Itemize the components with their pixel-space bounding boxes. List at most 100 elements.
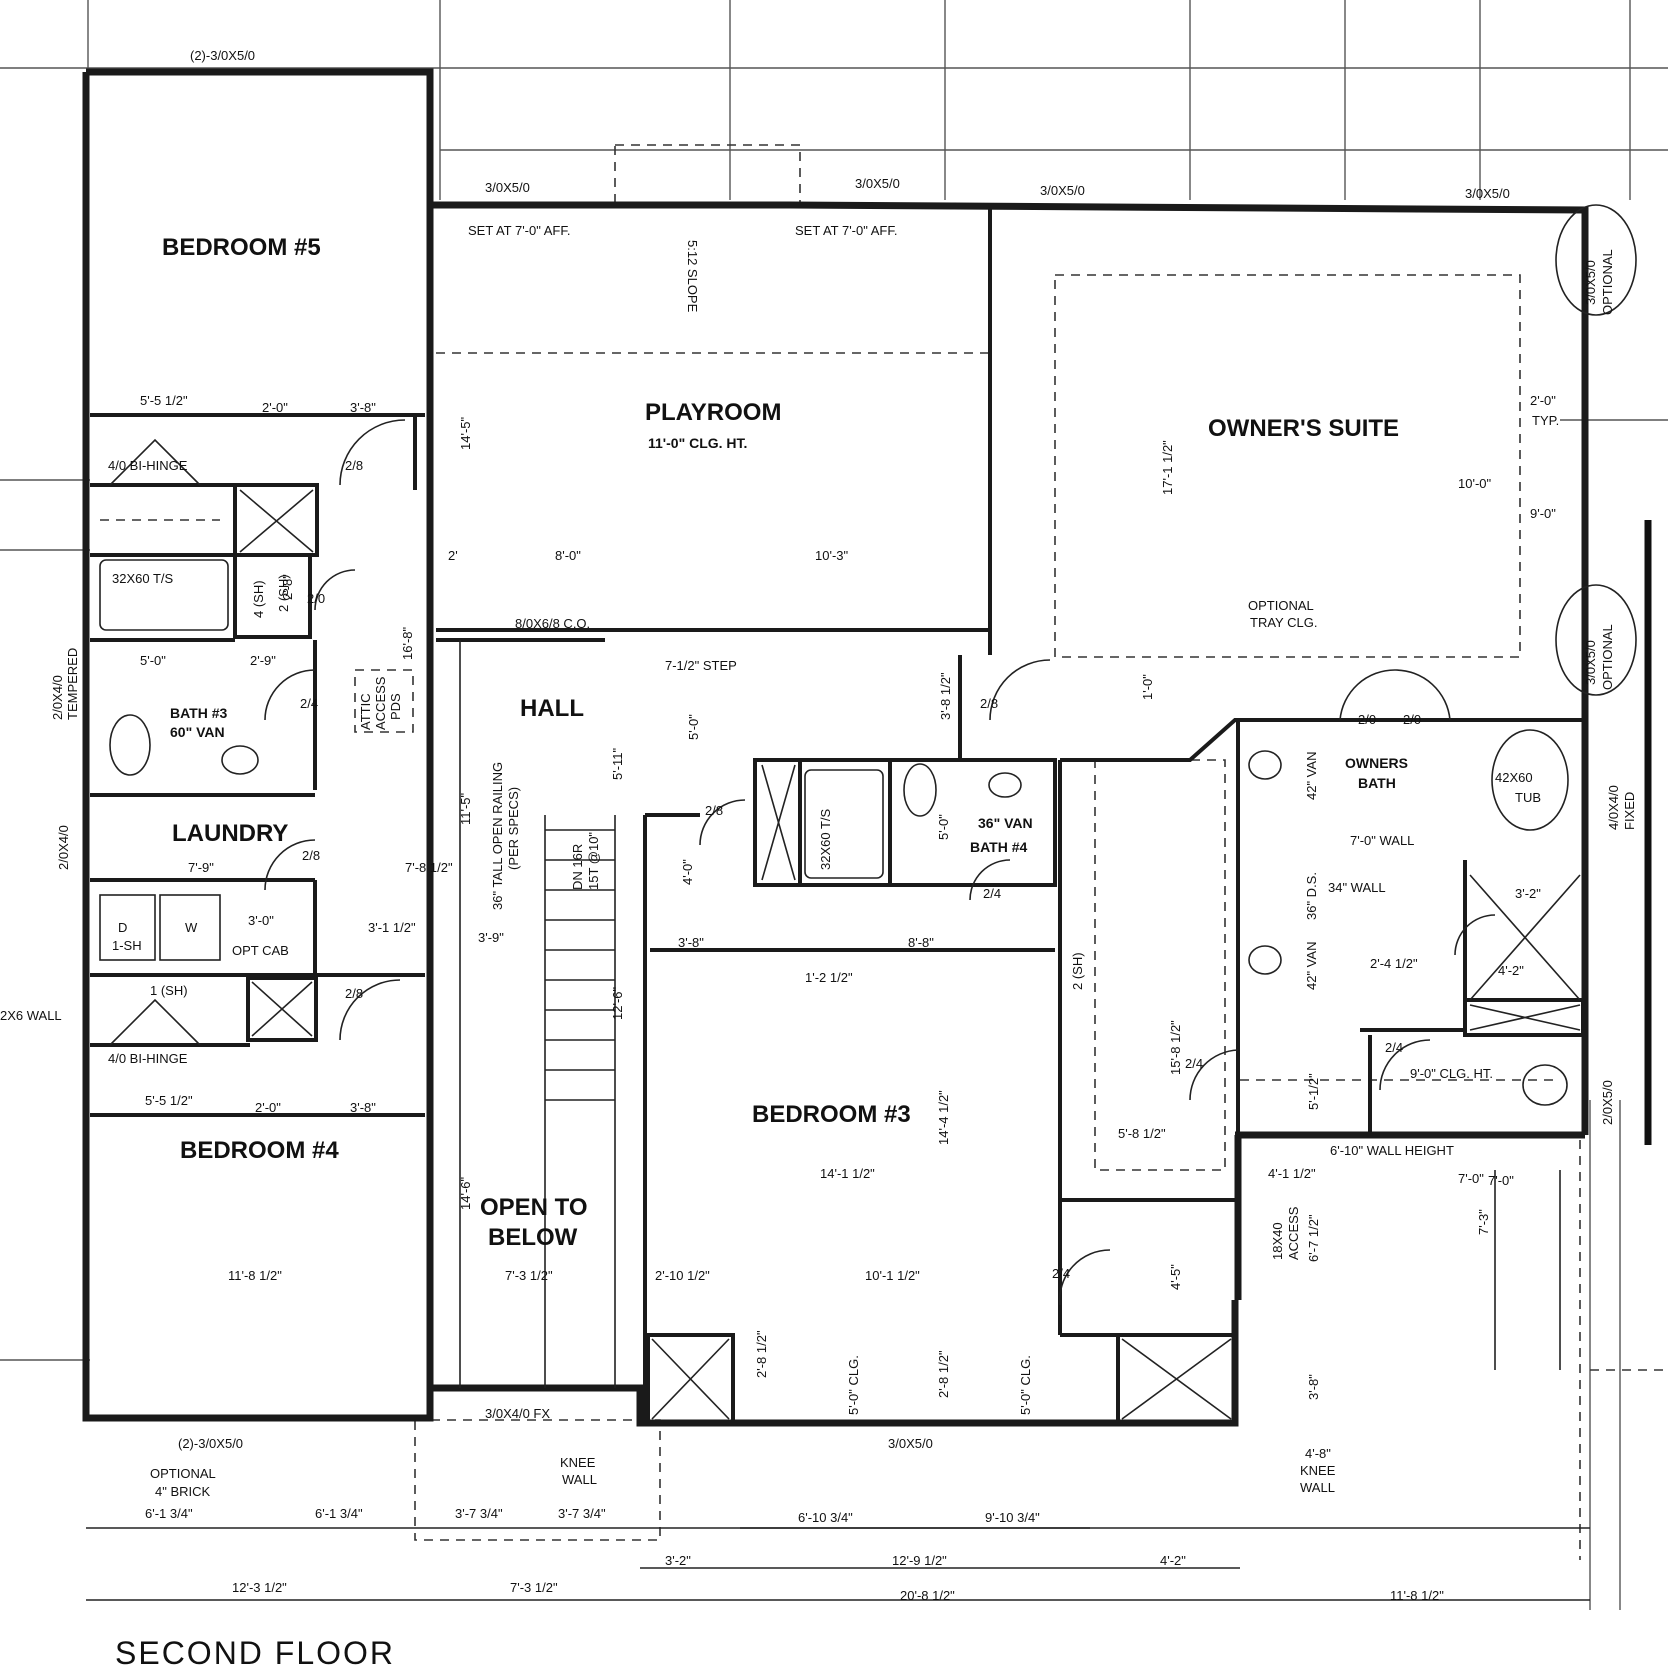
window-suite-optional-1: 3/0X5/0 — [1583, 260, 1598, 305]
note-bath4-tub: 32X60 T/S — [818, 808, 833, 870]
note-shelf-2b: 2 (SH) — [1070, 952, 1085, 990]
dimension: 6'-1 3/4" — [315, 1506, 363, 1521]
dimension: 4'-2" — [1160, 1553, 1186, 1568]
note-access-2: ACCESS — [1286, 1206, 1301, 1260]
window-owners-bath-right: 4/0X4/0 — [1606, 785, 1621, 830]
note-shelf-top: 1 (SH) — [150, 983, 188, 998]
note-42-van-b: 42" VAN — [1304, 942, 1319, 990]
room-bath-4: BATH #4 — [970, 839, 1028, 855]
dashed-lines — [100, 144, 1668, 1560]
dimension: 1'-2 1/2" — [805, 970, 853, 985]
door-label: 2/0 — [1403, 712, 1421, 727]
room-owners-suite: OWNER'S SUITE — [1208, 415, 1399, 442]
room-bath-3: BATH #3 — [170, 705, 228, 721]
dimension: 14'-5" — [458, 416, 473, 450]
door-label: 2/0 — [1358, 712, 1376, 727]
dimension: 2'-0" — [1530, 393, 1556, 408]
dimension: 5'-0" — [686, 714, 701, 740]
dimension: 7'-3" — [1476, 1209, 1491, 1235]
bath-4-vanity: 36" VAN — [978, 815, 1033, 831]
note-9-clg: 9'-0" CLG. HT. — [1410, 1066, 1493, 1081]
room-owners-bath-2: BATH — [1358, 775, 1396, 791]
stair-treads — [545, 829, 615, 1101]
dimension: 11'-8 1/2" — [1390, 1588, 1444, 1603]
dimension: 3'-2" — [1515, 886, 1541, 901]
dimension: 3'-0" — [248, 913, 274, 928]
window-labels: (2)-3/0X5/0 3/0X5/0 3/0X5/0 3/0X5/0 3/0X… — [50, 48, 1637, 1451]
dimension: 2'-8 1/2" — [754, 1330, 769, 1378]
dimension: 5'-5 1/2" — [140, 393, 188, 408]
window-playroom-left: 3/0X5/0 — [485, 180, 530, 195]
dimension: 3'-8" — [350, 400, 376, 415]
dimension: 3'-2" — [665, 1553, 691, 1568]
note-knee-wall-2: 4'-8" — [1305, 1446, 1331, 1461]
dimension: 8'-8" — [908, 935, 934, 950]
door-label: 2/4 — [1385, 1040, 1403, 1055]
dimension: 7'-0" — [1488, 1173, 1514, 1188]
note-washer: W — [185, 920, 198, 935]
dimension: 5'-0" — [140, 653, 166, 668]
window-bath3-tempered: TEMPERED — [65, 648, 80, 720]
dimension-lines — [86, 1170, 1590, 1601]
dimension: 2'-8 1/2" — [936, 1350, 951, 1398]
dimension: 2' — [448, 548, 458, 563]
dimension: 4'-2" — [1498, 963, 1524, 978]
dimension: 2'-10 1/2" — [655, 1268, 710, 1283]
door-label: 2/4 — [1185, 1056, 1203, 1071]
door-label: 2/4 — [983, 886, 1001, 901]
dimension: 3'-9" — [478, 930, 504, 945]
sheet-title: SECOND FLOOR — [115, 1635, 395, 1668]
note-bath3-tub: 32X60 T/S — [112, 571, 174, 586]
dimension: 2'-8" — [280, 574, 295, 600]
room-laundry: LAUNDRY — [172, 820, 288, 847]
note-wall-left: 2X6 WALL — [0, 1008, 62, 1023]
note-stairs-1: DN 16R — [570, 844, 585, 890]
door-labels: 2/8 2/0 2/4 2/8 2/8 2/8 2/8 2/4 2/0 2/0 … — [300, 458, 1421, 1281]
dimension: 3'-7 3/4" — [455, 1506, 503, 1521]
window-bed3-bottom: 3/0X5/0 — [888, 1436, 933, 1451]
window-owners-bath-fixed: FIXED — [1622, 792, 1637, 830]
dimension: 2'-0" — [255, 1100, 281, 1115]
dimension: 12'-9 1/2" — [892, 1553, 947, 1568]
note-step: 7-1/2" STEP — [665, 658, 737, 673]
note-access-1: 18X40 — [1270, 1222, 1285, 1260]
window-suite-right: 3/0X5/0 — [1465, 186, 1510, 201]
optional-window-circles — [1555, 204, 1652, 1145]
note-knee-wall-1b: WALL — [562, 1472, 597, 1487]
notes: SET AT 7'-0" AFF. SET AT 7'-0" AFF. 5:12… — [0, 223, 1559, 1499]
dimension: 11'-8 1/2" — [228, 1268, 282, 1283]
bath-3-vanity: 60" VAN — [170, 724, 225, 740]
window-laundry-left: 2/0X4/0 — [56, 825, 71, 870]
dimension: 4'-0" — [680, 859, 695, 885]
interior-walls — [90, 205, 1585, 1425]
dimension: 4'-5" — [1168, 1264, 1183, 1290]
door-label: 2/0 — [307, 591, 325, 606]
dimension: 16'-8" — [400, 626, 415, 660]
note-bed5-bi-hinge: 4/0 BI-HINGE — [108, 458, 188, 473]
note-set-aff-1: SET AT 7'-0" AFF. — [468, 223, 570, 238]
door-label: 2/8 — [345, 458, 363, 473]
note-railing-1: 36" TALL OPEN RAILING — [490, 762, 505, 910]
note-tray-1: OPTIONAL — [1248, 598, 1314, 613]
dimension: 14'-1 1/2" — [820, 1166, 875, 1181]
dimension: 14'-6" — [458, 1176, 473, 1210]
window-playroom-right: 3/0X5/0 — [855, 176, 900, 191]
dimension: 3'-1 1/2" — [368, 920, 416, 935]
playroom-ceiling-note: 11'-0" CLG. HT. — [648, 435, 747, 451]
door-label: 2/8 — [705, 803, 723, 818]
dimension: 10'-3" — [815, 548, 849, 563]
dimension: 17'-1 1/2" — [1160, 440, 1175, 495]
note-tub-42-label: TUB — [1515, 790, 1541, 805]
dimension: 3'-8 1/2" — [938, 672, 953, 720]
dimension: 10'-0" — [1458, 476, 1492, 491]
note-5-clg-a: 5'-0" CLG. — [846, 1355, 861, 1415]
note-cased-opening: 8/0X6/8 C.O. — [515, 616, 590, 631]
dimension: 7'-3 1/2" — [510, 1580, 558, 1595]
note-34-wall: 34" WALL — [1328, 880, 1386, 895]
dimension: 5'-8 1/2" — [1118, 1126, 1166, 1141]
note-brick-1: OPTIONAL — [150, 1466, 216, 1481]
window-bath3-left: 2/0X4/0 — [50, 675, 65, 720]
note-shelf-4: 4 (SH) — [251, 580, 266, 618]
dimension: 6'-10 3/4" — [798, 1510, 853, 1525]
